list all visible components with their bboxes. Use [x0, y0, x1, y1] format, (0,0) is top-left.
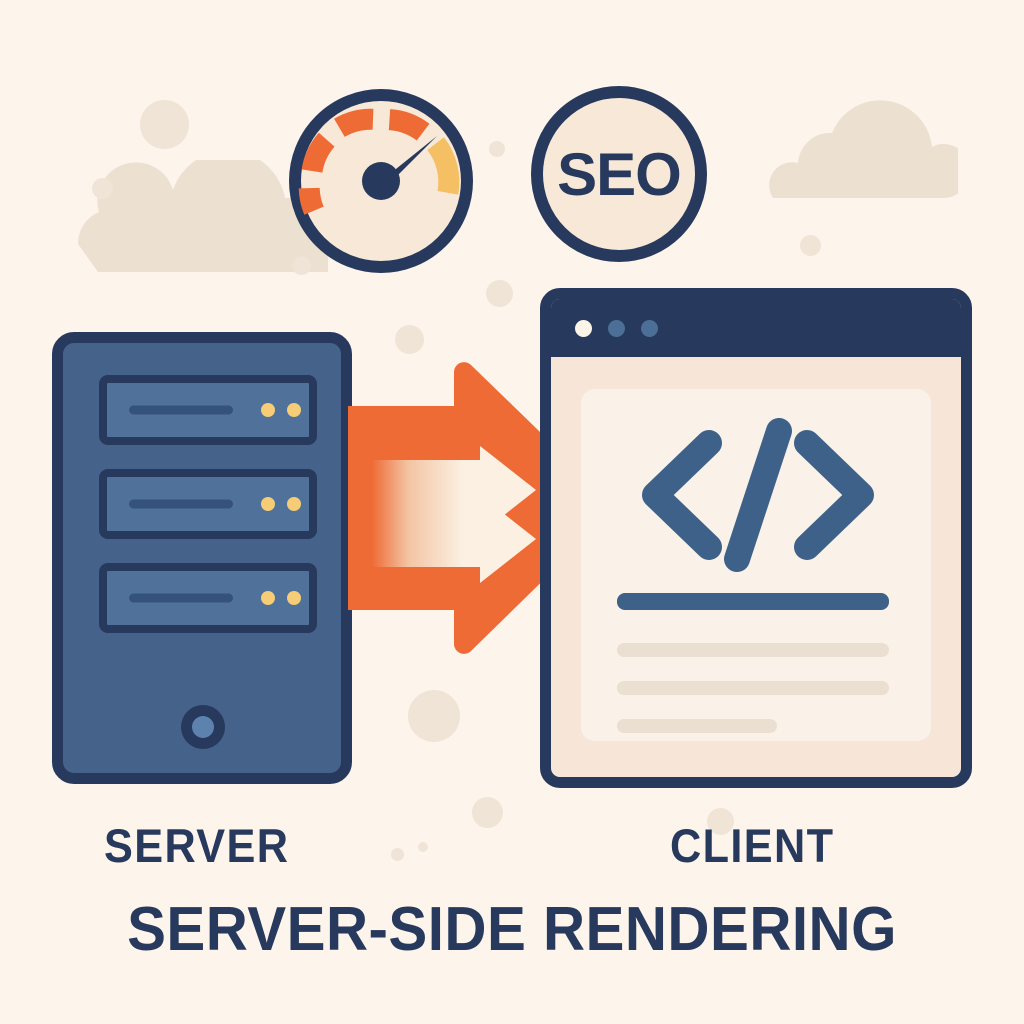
performance-gauge-badge — [285, 85, 477, 277]
traffic-light-dot-3-icon[interactable] — [641, 319, 658, 337]
bay-led-1 — [261, 591, 275, 605]
data-transfer-arrow-icon — [348, 362, 614, 654]
server-bay — [99, 563, 317, 633]
content-body-line — [617, 643, 889, 657]
server-tower — [52, 332, 352, 784]
deco-dot — [418, 842, 428, 852]
bay-status-line — [129, 499, 233, 509]
content-body-line — [617, 719, 777, 733]
browser-window — [540, 288, 972, 788]
caption-server: SERVER — [104, 819, 290, 872]
cloud-right-icon — [769, 100, 958, 198]
seo-label: SEO — [557, 140, 682, 208]
deco-dot — [92, 178, 113, 199]
content-body-line — [617, 681, 889, 695]
deco-dot — [140, 100, 189, 149]
bay-led-2 — [287, 497, 301, 511]
browser-content-card — [581, 389, 931, 741]
deco-dot — [408, 690, 460, 742]
deco-dot — [486, 280, 513, 307]
traffic-light-dot-2-icon[interactable] — [608, 319, 625, 337]
caption-client: CLIENT — [670, 819, 835, 872]
bay-led-2 — [287, 591, 301, 605]
deco-dot — [489, 141, 505, 157]
bay-led-1 — [261, 497, 275, 511]
code-angle-brackets-icon — [642, 418, 874, 572]
bay-status-line — [129, 593, 233, 603]
power-button-icon — [181, 705, 225, 749]
server-bay — [99, 375, 317, 445]
bay-status-line — [129, 405, 233, 415]
seo-circle-icon — [531, 86, 707, 262]
bay-led-1 — [261, 403, 275, 417]
seo-badge: SEO — [527, 82, 711, 266]
speedometer-icon — [289, 89, 473, 273]
deco-dot — [395, 325, 424, 354]
content-heading-line — [617, 593, 889, 610]
deco-dot — [391, 848, 404, 861]
server-bay — [99, 469, 317, 539]
bay-led-2 — [287, 403, 301, 417]
traffic-light-dot-1-icon[interactable] — [575, 319, 592, 337]
deco-dot — [472, 797, 503, 828]
data-transfer-arrow — [348, 358, 616, 658]
browser-titlebar — [551, 299, 961, 357]
caption-main-title: SERVER-SIDE RENDERING — [127, 895, 897, 964]
deco-dot — [800, 235, 821, 256]
